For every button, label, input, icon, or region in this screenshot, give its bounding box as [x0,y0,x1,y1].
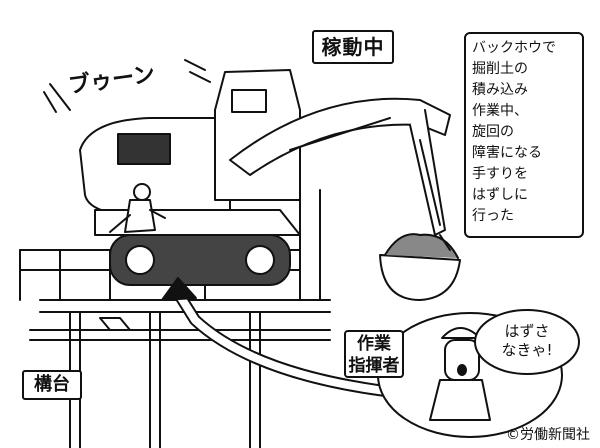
copyright-notice: ©労働新聞社 [506,427,590,443]
platform-sign: 構台 [22,370,82,400]
platform-structure [29,299,331,448]
backhoe-body [79,69,301,286]
bucket-icon [379,233,461,301]
worker-figure [109,183,166,233]
working-sign: 稼動中 [312,30,394,64]
motion-lines [43,59,211,113]
arrow-curve [161,277,426,401]
description-box: バックホウで 掘削土の 積み込み 作業中、 旋回の 障害になる 手すりを はずし… [464,32,584,238]
backhoe-boom [229,97,451,236]
director-sign: 作業 指揮者 [344,330,404,378]
speech-bubble: はずさ なきゃ! [501,322,553,359]
